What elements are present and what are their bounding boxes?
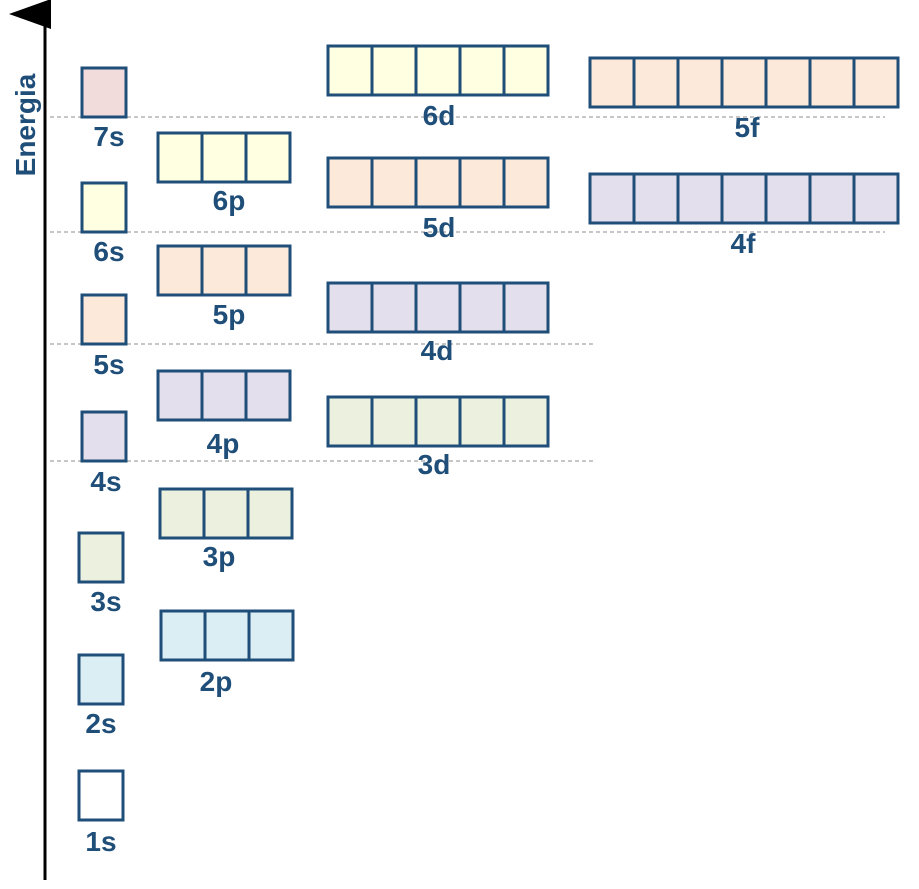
orbital-4d: 4d	[326, 281, 550, 366]
orbital-box-6s-1	[80, 181, 128, 234]
orbital-box-6d-2	[370, 44, 418, 97]
orbital-5p: 5p	[156, 244, 292, 330]
orbital-box-2s-1	[77, 653, 125, 706]
orbital-box-3d-2	[370, 395, 418, 448]
orbital-4s: 4s	[80, 410, 128, 497]
orbital-label-5p: 5p	[213, 299, 246, 330]
orbital-1s: 1s	[77, 769, 125, 857]
orbital-label-4f: 4f	[731, 228, 757, 259]
orbital-box-4p-1	[156, 369, 204, 422]
orbital-box-6d-5	[502, 44, 550, 97]
orbital-3d: 3d	[326, 395, 550, 480]
orbital-box-5f-6	[808, 56, 856, 109]
orbital-box-6p-2	[200, 131, 248, 184]
orbital-label-4d: 4d	[421, 335, 454, 366]
orbital-box-3p-2	[202, 487, 250, 540]
orbital-box-3d-5	[502, 395, 550, 448]
orbital-2s: 2s	[77, 653, 125, 739]
orbital-box-5d-3	[414, 156, 462, 209]
orbital-box-6d-1	[326, 44, 374, 97]
orbital-label-6p: 6p	[213, 185, 246, 216]
orbital-box-5s-1	[80, 293, 128, 346]
axis-label: Energia	[10, 73, 41, 176]
orbital-label-4s: 4s	[90, 466, 121, 497]
orbital-box-6p-3	[244, 131, 292, 184]
orbital-label-1s: 1s	[85, 826, 116, 857]
orbital-label-6s: 6s	[93, 236, 124, 267]
orbital-box-5f-3	[676, 56, 724, 109]
orbital-6p: 6p	[156, 131, 292, 216]
orbital-label-3d: 3d	[418, 449, 451, 480]
orbital-box-5d-5	[502, 156, 550, 209]
orbital-box-2p-3	[247, 609, 295, 662]
orbital-box-4d-3	[414, 281, 462, 334]
orbital-label-3s: 3s	[90, 586, 121, 617]
orbital-box-4f-6	[808, 172, 856, 225]
orbital-6s: 6s	[80, 181, 128, 267]
orbital-3p: 3p	[158, 487, 294, 572]
orbital-label-6d: 6d	[423, 100, 456, 131]
orbital-label-5d: 5d	[423, 212, 456, 243]
orbital-box-2p-1	[159, 609, 207, 662]
orbital-box-4f-2	[632, 172, 680, 225]
orbital-box-4d-2	[370, 281, 418, 334]
orbital-box-6d-4	[458, 44, 506, 97]
orbital-label-3p: 3p	[203, 541, 236, 572]
orbital-box-3s-1	[77, 531, 125, 584]
orbital-box-4d-1	[326, 281, 374, 334]
orbital-box-4d-4	[458, 281, 506, 334]
orbital-6d: 6d	[326, 44, 550, 131]
orbital-5s: 5s	[80, 293, 128, 380]
orbital-box-4p-2	[200, 369, 248, 422]
orbital-box-4f-7	[852, 172, 900, 225]
orbital-box-4f-3	[676, 172, 724, 225]
orbital-box-2p-2	[203, 609, 251, 662]
orbital-box-3d-1	[326, 395, 374, 448]
orbital-box-3p-1	[158, 487, 206, 540]
orbital-box-4p-3	[244, 369, 292, 422]
orbital-box-3d-4	[458, 395, 506, 448]
orbital-box-5f-4	[720, 56, 768, 109]
orbital-7s: 7s	[80, 66, 128, 152]
orbital-2p: 2p	[159, 609, 295, 697]
orbital-box-6d-3	[414, 44, 462, 97]
orbital-4p: 4p	[156, 369, 292, 459]
orbital-label-2p: 2p	[200, 666, 233, 697]
orbital-box-4d-5	[502, 281, 550, 334]
orbital-box-5f-7	[852, 56, 900, 109]
orbital-5f: 5f	[588, 56, 900, 143]
orbital-box-5f-1	[588, 56, 636, 109]
orbital-label-5s: 5s	[93, 349, 124, 380]
orbital-box-4f-4	[720, 172, 768, 225]
orbital-4f: 4f	[588, 172, 900, 259]
orbital-box-5p-3	[244, 244, 292, 297]
orbital-box-1s-1	[77, 769, 125, 822]
orbital-box-3p-3	[246, 487, 294, 540]
orbital-box-5f-5	[764, 56, 812, 109]
orbital-label-7s: 7s	[93, 121, 124, 152]
orbital-box-5d-4	[458, 156, 506, 209]
orbital-layer: 1s 2s 2p 3s 3p 4s 3d 4p 5s 4d 5p 6s 4f 5d 6p 7s 5f 6d	[77, 44, 900, 857]
orbital-box-5p-2	[200, 244, 248, 297]
orbital-box-4f-1	[588, 172, 636, 225]
orbital-label-5f: 5f	[735, 112, 761, 143]
orbital-5d: 5d	[326, 156, 550, 243]
orbital-box-6p-1	[156, 131, 204, 184]
orbital-box-5d-1	[326, 156, 374, 209]
orbital-box-5d-2	[370, 156, 418, 209]
orbital-label-4p: 4p	[207, 428, 240, 459]
orbital-box-5p-1	[156, 244, 204, 297]
orbital-box-4s-1	[80, 410, 128, 463]
orbital-box-4f-5	[764, 172, 812, 225]
orbital-box-3d-3	[414, 395, 462, 448]
orbital-box-5f-2	[632, 56, 680, 109]
orbital-3s: 3s	[77, 531, 125, 617]
orbital-box-7s-1	[80, 66, 128, 119]
orbital-label-2s: 2s	[85, 708, 116, 739]
